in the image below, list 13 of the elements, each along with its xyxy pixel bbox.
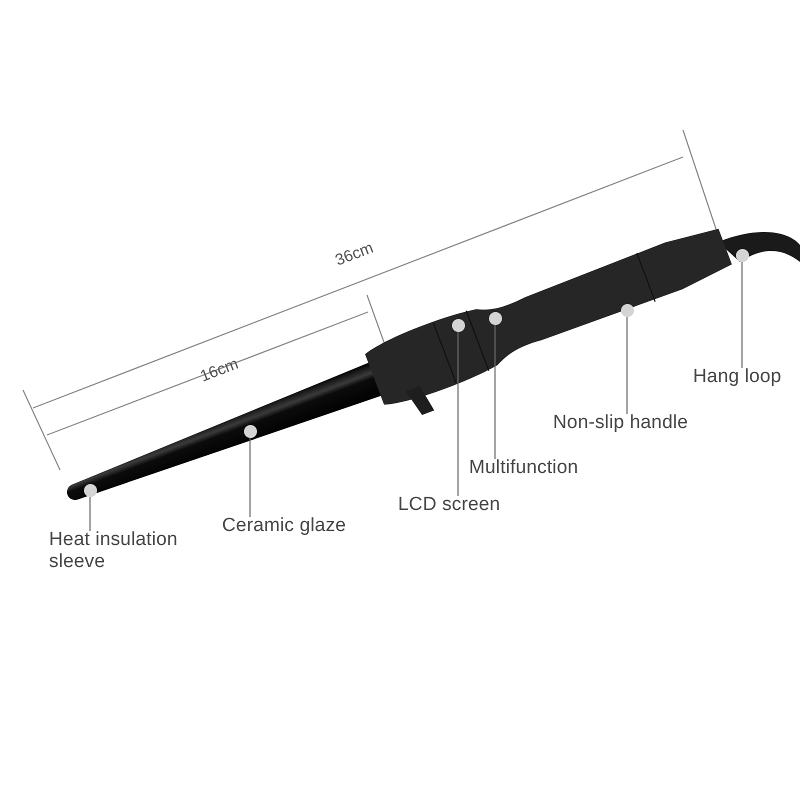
part-label: Hang loop — [693, 366, 800, 388]
dimension-label: 16cm — [198, 356, 242, 386]
dimension-label: 36cm — [333, 240, 376, 270]
part-label: Heat insulation sleeve — [49, 529, 204, 573]
leader-line — [626, 317, 628, 414]
leader-line — [249, 438, 251, 517]
part-label: LCD screen — [398, 494, 523, 516]
part-label: Multifunction — [469, 457, 604, 479]
leader-line — [494, 325, 496, 459]
part-label: Ceramic glaze — [222, 515, 372, 537]
part-label: Non-slip handle — [553, 412, 723, 434]
leader-line — [457, 332, 459, 496]
leader-line — [741, 262, 743, 368]
